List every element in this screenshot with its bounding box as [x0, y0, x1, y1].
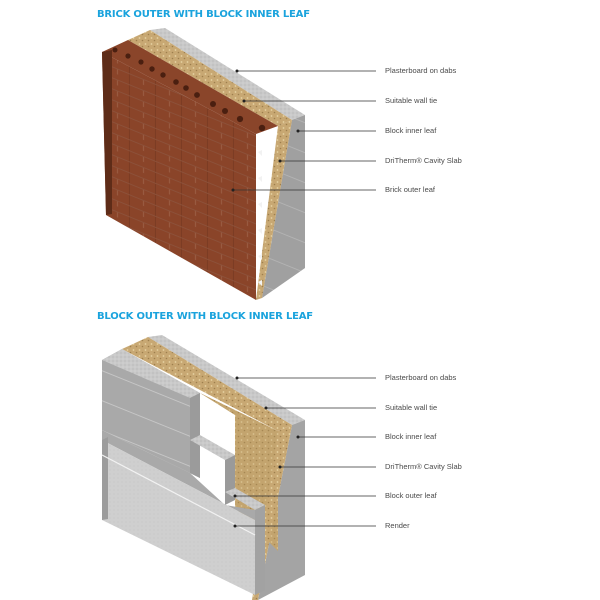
- label-block-inner-leaf: Block inner leaf: [385, 126, 437, 135]
- bottom-leader-lines: [235, 377, 376, 527]
- label-block-inner-leaf: Block inner leaf: [385, 432, 437, 441]
- label-brick-outer-leaf: Brick outer leaf: [385, 185, 436, 194]
- top-wall: [102, 28, 305, 300]
- label-plasterboard-on-dabs: Plasterboard on dabs: [385, 373, 457, 382]
- label-plasterboard-on-dabs: Plasterboard on dabs: [385, 66, 457, 75]
- label-block-outer-leaf: Block outer leaf: [385, 491, 437, 500]
- top-leader-lines: [233, 70, 376, 191]
- label-suitable-wall-tie: Suitable wall tie: [385, 96, 438, 105]
- diagram-2-title: BLOCK OUTER WITH BLOCK INNER LEAF: [97, 311, 313, 322]
- label-suitable-wall-tie: Suitable wall tie: [385, 403, 438, 412]
- label-dritherm-cavity-slab: DriTherm® Cavity Slab: [385, 156, 462, 165]
- label-render: Render: [385, 521, 410, 530]
- diagram-1-title: BRICK OUTER WITH BLOCK INNER LEAF: [97, 9, 310, 20]
- label-dritherm-cavity-slab: DriTherm® Cavity Slab: [385, 462, 462, 471]
- bottom-wall: [101, 335, 305, 600]
